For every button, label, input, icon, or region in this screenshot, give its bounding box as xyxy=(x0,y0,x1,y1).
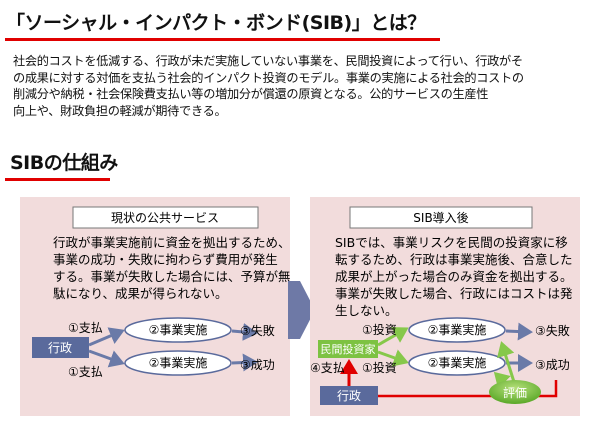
invest-arrow xyxy=(377,349,409,367)
intro-line: 削減分や納税・社会保険費支払い等の増加分が償還の原資となる。公的サービスの生産性 xyxy=(13,87,489,101)
evaluation-label: 評価 xyxy=(503,385,527,400)
current-panel xyxy=(20,197,290,416)
sib-result-fail: ③失敗 xyxy=(535,323,570,338)
sib-project-bottom-label: ②事業実施 xyxy=(428,355,487,370)
current-header: 現状の公共サービス xyxy=(111,211,219,225)
sib-header: SIB導入後 xyxy=(413,211,468,225)
investor-box xyxy=(318,340,378,358)
arrow xyxy=(505,322,533,341)
invest-arrow xyxy=(377,327,409,347)
sib-text-line: SIBでは、事業リスクを民間の投資家に移 xyxy=(335,235,568,250)
current-gov-box xyxy=(32,337,89,358)
current-result-success: ③成功 xyxy=(240,358,275,372)
current-text-line: 行政が事業実施前に資金を拠出するため、 xyxy=(53,235,291,250)
evaluation-badge xyxy=(489,380,541,404)
current-text-line: する。事業が失敗した場合には、予算が無 xyxy=(53,269,291,284)
sib-project-top-label: ②事業実施 xyxy=(428,322,487,337)
sib-text-line: 事業が失敗した場合、行政にはコストは発 xyxy=(335,286,573,301)
current-gov-label: 行政 xyxy=(48,341,72,355)
sib-text-line: 生しない。 xyxy=(335,303,398,318)
sib-gov-box xyxy=(320,386,378,405)
current-text-line: 事業の成功・失敗に拘わらず費用が発生 xyxy=(53,252,278,267)
current-pay-bottom: ①支払 xyxy=(68,365,103,379)
sib-project-top xyxy=(408,317,506,343)
section-title: SIBの仕組み xyxy=(10,152,118,174)
arrow xyxy=(231,322,258,341)
title-underline xyxy=(5,38,440,41)
sib-gov-label: 行政 xyxy=(337,389,361,403)
current-project-top xyxy=(124,317,232,343)
current-pay-top: ①支払 xyxy=(68,321,103,335)
current-result-fail: ③失敗 xyxy=(240,323,275,338)
current-project-top-label: ②事業実施 xyxy=(149,322,208,337)
current-text-line: 駄になり、成果が得られない。 xyxy=(53,286,228,301)
current-header-box xyxy=(72,206,259,229)
intro-paragraph: 社会的コストを低減する、行政が未だ実施していない事業を、民間投資によって行い、行… xyxy=(13,53,598,119)
intro-line: 向上や、財政負担の軽減が期待できる。 xyxy=(13,103,227,118)
current-project-bottom xyxy=(124,350,232,376)
current-project-bottom-label: ②事業実施 xyxy=(149,355,208,370)
sib-result-success: ③成功 xyxy=(535,358,570,372)
arrow xyxy=(231,353,258,372)
arrow xyxy=(88,327,125,347)
arrow xyxy=(88,349,125,368)
sib-project-bottom xyxy=(408,350,506,376)
sib-text-line: 成果が上がった場合のみ資金を拠出する。 xyxy=(335,269,573,284)
page-title: 「ソーシャル・インパクト・ボンド(SIB)」とは？ xyxy=(6,12,426,34)
section-underline xyxy=(5,178,110,181)
intro-line: 社会的コストを低減する、行政が未だ実施していない事業を、民間投資によって行い、行… xyxy=(13,54,523,68)
sib-invest-bottom: ①投資 xyxy=(362,360,397,375)
evaluation-arrow xyxy=(497,341,516,383)
sib-panel xyxy=(310,197,580,416)
intro-line: の成果に対する対価を支払う社会的インパクト投資のモデル。事業の実施による社会的コ… xyxy=(13,70,524,85)
sib-header-box xyxy=(349,206,533,229)
sib-invest-top: ①投資 xyxy=(362,322,397,337)
investor-label: 民間投資家 xyxy=(321,342,376,356)
success-line xyxy=(538,380,558,398)
sib-payment-label: ④支払 xyxy=(310,361,345,375)
sib-text-line: 転するため、行政は事業実施後、合意した xyxy=(335,252,573,267)
transition-arrow-icon xyxy=(288,281,315,339)
